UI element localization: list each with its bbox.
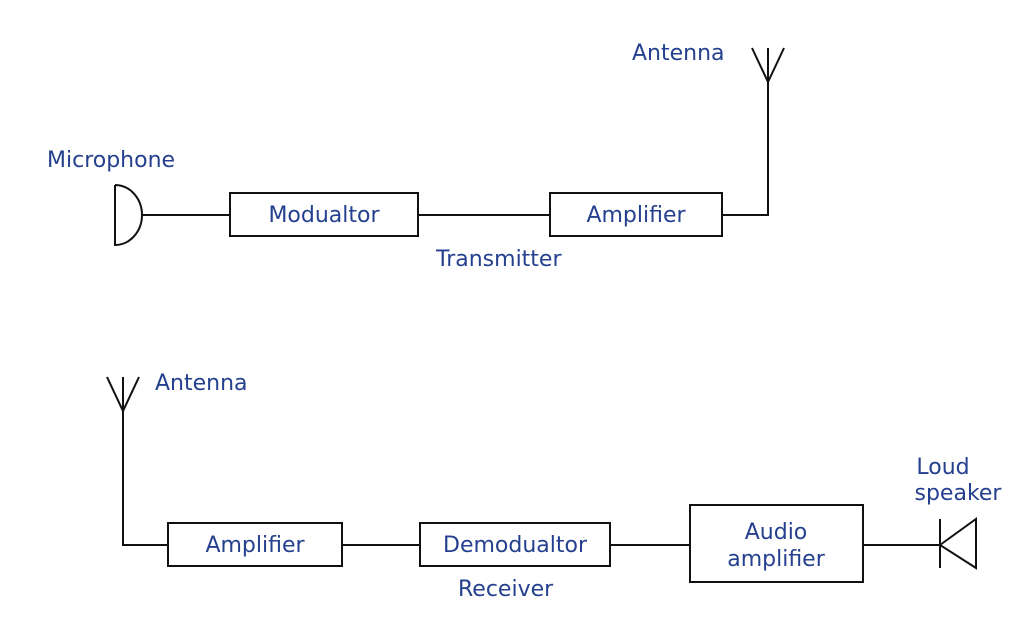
transmitter-amplifier-label: Amplifier (586, 203, 686, 228)
loudspeaker-label-line2: speaker (915, 481, 1003, 506)
receiver-section: Antenna Amplifier Demodualtor Audio ampl… (106, 371, 1003, 602)
loudspeaker-label-line1: Loud (916, 455, 969, 480)
demodulator-label: Demodualtor (443, 533, 588, 558)
transmitter-section: Microphone Modualtor Amplifier Antenna T… (47, 41, 785, 272)
receiver-amplifier-label: Amplifier (205, 533, 305, 558)
receiver-amplifier-block: Amplifier (167, 522, 343, 567)
audio-amplifier-block: Audio amplifier (689, 504, 864, 583)
transmitter-antenna-icon (751, 47, 785, 85)
audio-amplifier-label-line1: Audio (745, 520, 808, 545)
microphone-label: Microphone (47, 148, 175, 173)
receiver-antenna-icon (106, 376, 140, 414)
loudspeaker-icon (938, 517, 977, 570)
wire-antenna-to-amplifier (122, 411, 168, 546)
receiver-antenna-label: Antenna (155, 371, 248, 396)
receiver-section-label: Receiver (458, 577, 554, 602)
modulator-block: Modualtor (229, 192, 419, 237)
transmitter-amplifier-block: Amplifier (549, 192, 723, 237)
microphone-icon (114, 184, 143, 247)
modulator-label: Modualtor (268, 203, 380, 228)
audio-amplifier-label-line2: amplifier (727, 547, 825, 572)
transmitter-antenna-label: Antenna (632, 41, 725, 66)
transmitter-section-label: Transmitter (435, 247, 562, 272)
wire-amplifier-to-antenna (722, 80, 769, 216)
demodulator-block: Demodualtor (419, 522, 611, 567)
